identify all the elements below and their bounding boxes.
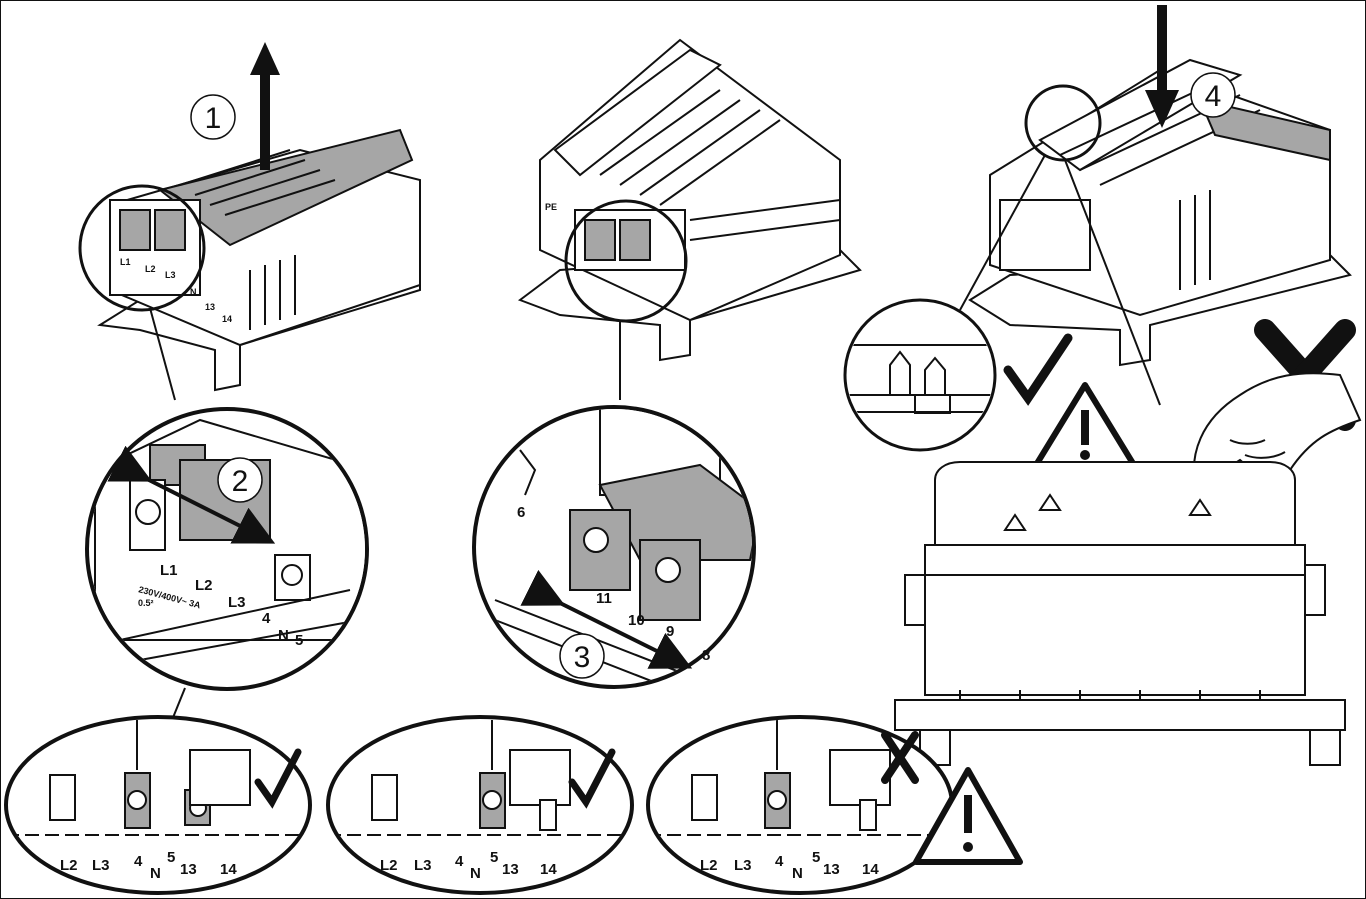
callout-leader-left bbox=[149, 307, 176, 401]
bottom2-14: 14 bbox=[540, 861, 557, 878]
bottom-detail-1: L2 L3 4 N 5 13 14 bbox=[4, 715, 312, 895]
zoom-label-l1: L1 bbox=[160, 562, 178, 579]
bottom2-13: 13 bbox=[502, 861, 519, 878]
bottom2-l3: L3 bbox=[414, 857, 432, 874]
module-middle bbox=[517, 38, 862, 362]
label-l2: L2 bbox=[145, 264, 156, 274]
bottom2-5: 5 bbox=[490, 849, 498, 866]
bottom1-l3: L3 bbox=[92, 857, 110, 874]
callout-leader-right-b bbox=[1064, 159, 1161, 406]
check-mark-icon bbox=[1003, 333, 1073, 406]
hand-icon bbox=[1192, 372, 1362, 487]
zoom-label-10: 10 bbox=[628, 612, 645, 629]
bottom2-n: N bbox=[470, 865, 481, 882]
zoom-label-11: 11 bbox=[596, 590, 612, 607]
warning-triangle-icon bbox=[1030, 382, 1140, 473]
module-right bbox=[968, 58, 1352, 367]
bottom3-4: 4 bbox=[775, 853, 784, 870]
zoom-label-6: 6 bbox=[517, 504, 525, 521]
bottom3-5: 5 bbox=[812, 849, 820, 866]
bottom1-14: 14 bbox=[220, 861, 237, 878]
bottom2-l2: L2 bbox=[380, 857, 398, 874]
module-left-labels: L1 L2 L3 N 13 14 bbox=[120, 257, 232, 324]
cross-mark-icon bbox=[881, 731, 919, 784]
bottom2-4: 4 bbox=[455, 853, 464, 870]
zoom-label-9: 9 bbox=[666, 623, 674, 640]
bottom3-l3: L3 bbox=[734, 857, 752, 874]
step-3-number: 3 bbox=[574, 641, 591, 674]
callout-ring-right bbox=[1024, 84, 1102, 162]
zoom-label-8: 8 bbox=[702, 647, 710, 664]
callout-leader-right-a bbox=[959, 154, 1046, 311]
label-14: 14 bbox=[222, 314, 232, 324]
label-n: N bbox=[190, 287, 197, 297]
check-mark-icon bbox=[254, 748, 302, 809]
callout-ring-left bbox=[78, 184, 206, 312]
label-l1: L1 bbox=[120, 257, 131, 267]
label-l3: L3 bbox=[165, 270, 176, 280]
bottom3-14: 14 bbox=[862, 861, 879, 878]
bottom3-n: N bbox=[792, 865, 803, 882]
callout-ring-middle bbox=[564, 199, 688, 323]
arrow-down-icon bbox=[1145, 5, 1179, 128]
step-1-number: 1 bbox=[205, 102, 222, 135]
check-mark-icon bbox=[568, 748, 616, 809]
zoom-label-l3: L3 bbox=[228, 594, 246, 611]
step-1-badge: 1 bbox=[190, 94, 236, 140]
zoom-label-4: 4 bbox=[262, 610, 271, 627]
step-2-number: 2 bbox=[232, 465, 249, 498]
zoom-left: 2 L1 L2 L3 4 N 5 230V/400V~ 3A 0.5² bbox=[85, 407, 369, 691]
label-13: 13 bbox=[205, 302, 215, 312]
zoom-middle: 3 6 11 10 9 8 bbox=[472, 405, 756, 689]
warning-triangle-icon bbox=[913, 767, 1023, 865]
zoom-label-n: N bbox=[278, 627, 289, 644]
bottom1-n: N bbox=[150, 865, 161, 882]
bottom3-l2: L2 bbox=[700, 857, 718, 874]
step-4-badge: 4 bbox=[1190, 72, 1236, 118]
module-side-view bbox=[894, 461, 1346, 766]
label-pe: PE bbox=[545, 202, 557, 212]
arrow-up-icon bbox=[250, 42, 280, 170]
zoom-label-l2: L2 bbox=[195, 577, 213, 594]
latch-detail bbox=[843, 298, 997, 452]
bottom1-l2: L2 bbox=[60, 857, 78, 874]
module-middle-labels: PE bbox=[545, 202, 557, 212]
bottom-detail-3: L2 L3 4 N 5 13 14 bbox=[646, 715, 954, 895]
zoom-label-5: 5 bbox=[295, 632, 303, 649]
bottom1-4: 4 bbox=[134, 853, 143, 870]
bottom1-13: 13 bbox=[180, 861, 197, 878]
step-4-number: 4 bbox=[1205, 80, 1222, 113]
bottom-detail-2: L2 L3 4 N 5 13 14 bbox=[326, 715, 634, 895]
zoom-rating-b: 0.5² bbox=[138, 598, 154, 608]
bottom1-5: 5 bbox=[167, 849, 175, 866]
bottom3-13: 13 bbox=[823, 861, 840, 878]
module-left bbox=[97, 128, 421, 392]
